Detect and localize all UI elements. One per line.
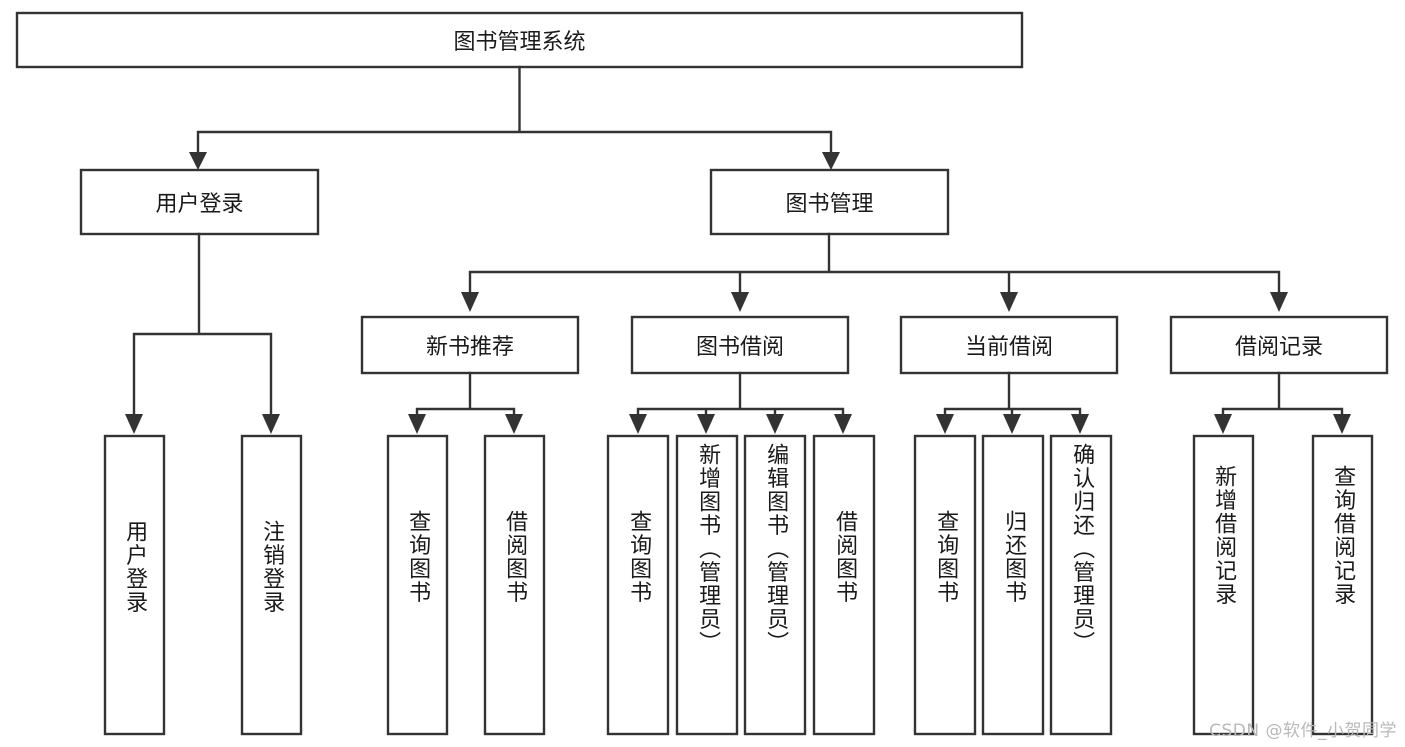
arrowhead-leaf-edit-book [766,414,784,434]
arrowhead-leaf-query-record [1333,414,1351,434]
connector-new-book-recommend-to-leaves [415,371,516,422]
leaf-box-borrow-book-2[interactable] [812,434,876,736]
connector-book-borrow-to-leaves [636,371,845,422]
connector-book-management-to-level3 [468,232,1281,298]
leaf-box-return-book[interactable] [981,434,1045,736]
node-current-borrow-box[interactable] [899,315,1119,375]
arrowhead-leaf-query-book-1 [408,414,426,434]
leaf-box-query-book-2[interactable] [606,434,670,736]
node-borrow-record-box[interactable] [1169,315,1389,375]
arrowhead-to-new-book-recommend [461,292,479,312]
node-book-management-box[interactable] [709,168,950,236]
arrowhead-leaf-query-book-2 [629,414,647,434]
leaf-box-borrow-book-1[interactable] [483,434,546,736]
connector-current-borrow-to-leaves [943,371,1082,422]
arrowhead-to-book-borrow [731,292,749,312]
node-book-borrow-box[interactable] [630,315,850,375]
arrowhead-to-borrow-record [1270,292,1288,312]
connector-user-login-to-leaves [132,232,273,422]
arrowhead-leaf-logout [262,414,280,434]
arrowhead-leaf-borrow-book-2 [834,414,852,434]
arrowhead-leaf-add-record [1214,414,1232,434]
leaf-box-add-book[interactable] [675,434,739,736]
arrowhead-leaf-add-book [697,414,715,434]
leaf-box-query-book-3[interactable] [913,434,977,736]
arrowhead-leaf-query-book-3 [936,414,954,434]
arrowhead-to-book-management [822,152,840,170]
leaf-box-query-book-1[interactable] [386,434,449,736]
leaf-box-user-login[interactable] [103,434,166,736]
connector-borrow-record-to-leaves [1221,371,1344,422]
node-user-login-box[interactable] [79,168,320,236]
leaf-box-add-record[interactable] [1192,434,1255,736]
leaf-box-edit-book[interactable] [743,434,807,736]
node-new-book-recommend-box[interactable] [360,315,580,375]
arrowhead-to-user-login [189,152,207,170]
leaf-box-confirm-return[interactable] [1049,434,1113,736]
connector-root-to-level2 [196,65,833,160]
watermark-text: CSDN @软件_小贺同学 [1209,721,1397,741]
arrowhead-to-current-borrow [1000,292,1018,312]
node-root-box[interactable] [15,11,1024,69]
arrowhead-leaf-borrow-book-1 [505,414,523,434]
arrowhead-leaf-return-book [1003,414,1021,434]
leaf-box-logout[interactable] [240,434,303,736]
arrowhead-leaf-user-login [125,414,143,434]
leaf-box-query-record[interactable] [1311,434,1374,736]
arrowhead-leaf-confirm-return [1071,414,1089,434]
